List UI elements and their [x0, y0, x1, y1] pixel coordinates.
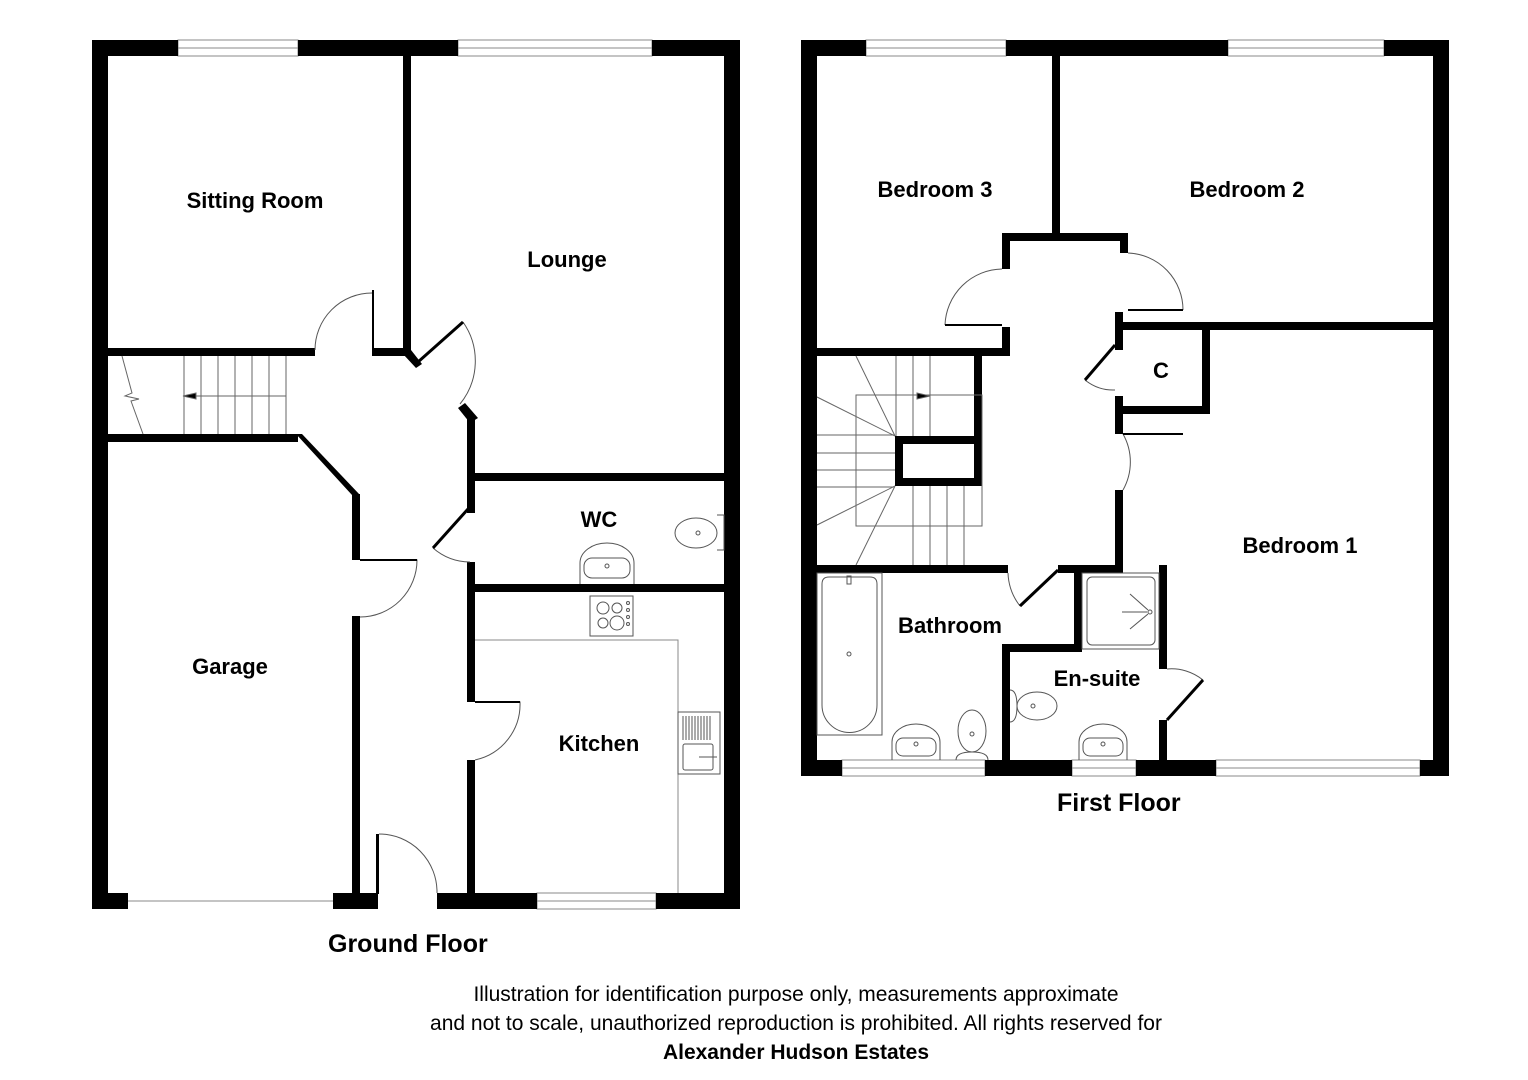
staircase — [816, 355, 983, 566]
door-swing — [944, 252, 1204, 681]
room-label-garage: Garage — [192, 654, 268, 679]
room-label-wc: WC — [580, 507, 618, 532]
door-leaf — [1018, 344, 1205, 722]
wall — [801, 40, 1449, 776]
ground-floor-plan — [92, 39, 740, 910]
first-floor-plan — [801, 39, 1449, 777]
room-label-bedroom-1: Bedroom 1 — [1242, 533, 1358, 558]
hob — [589, 595, 634, 637]
room-label-bedroom-3: Bedroom 3 — [877, 177, 993, 202]
room-label-kitchen: Kitchen — [558, 731, 640, 756]
room-label-en-suite: En-suite — [1053, 666, 1141, 691]
window — [841, 39, 1421, 777]
company-name: Alexander Hudson Estates — [662, 1041, 930, 1064]
bathtub — [816, 572, 883, 736]
ground-floor-title: Ground Floor — [328, 930, 488, 958]
door-leaf — [360, 320, 520, 703]
disclaimer-line-2: and not to scale, unauthorized reproduct… — [430, 1012, 1162, 1035]
room-label-bedroom-2: Bedroom 2 — [1189, 177, 1305, 202]
disclaimer: Illustration for identification purpose … — [0, 980, 1528, 1067]
room-label-bathroom: Bathroom — [898, 613, 1002, 638]
toilet — [955, 689, 1058, 761]
toilet — [674, 514, 725, 551]
room-label-lounge: Lounge — [527, 247, 607, 272]
wash-basin — [579, 542, 635, 584]
wash-basin — [891, 723, 1128, 760]
disclaimer-line-1: Illustration for identification purpose … — [473, 983, 1119, 1006]
shower — [1081, 572, 1160, 650]
door-swing — [314, 292, 521, 894]
staircase — [121, 355, 287, 435]
room-label-sitting-room: Sitting Room — [186, 188, 324, 213]
kitchen-worktop — [475, 639, 679, 893]
kitchen-sink — [677, 711, 721, 775]
first-floor-title: First Floor — [1057, 789, 1181, 817]
wall — [92, 40, 740, 909]
window — [120, 39, 657, 910]
room-label-cupboard: C — [1153, 358, 1169, 383]
